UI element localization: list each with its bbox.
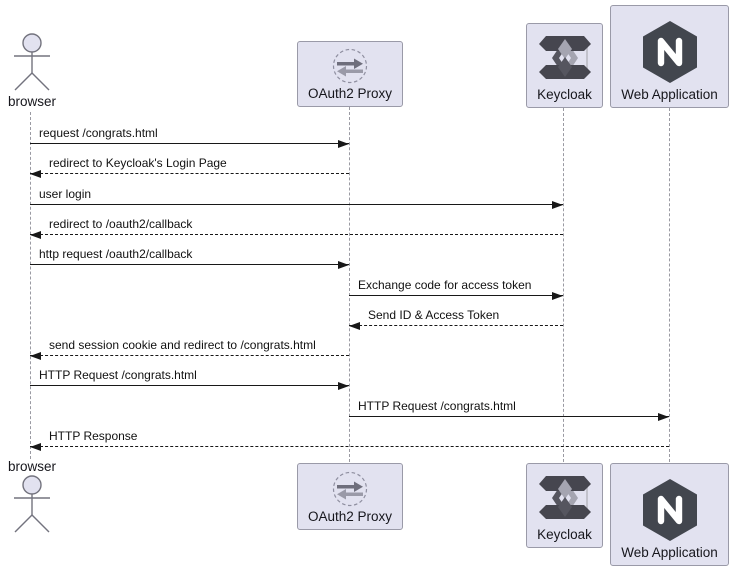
participant-label: browser — [7, 94, 56, 109]
message-label-2: redirect to Keycloak's Login Page — [49, 156, 227, 170]
participant-browser-top: browser — [4, 33, 60, 110]
message-line-1 — [30, 143, 349, 144]
actor-icon — [14, 33, 50, 91]
arrowhead-icon — [338, 261, 349, 269]
message-label-1: request /congrats.html — [39, 126, 158, 140]
message-label-10: HTTP Request /congrats.html — [358, 399, 516, 413]
message-label-3: user login — [39, 187, 92, 201]
message-line-11 — [30, 446, 669, 447]
participant-browser-bottom: browser — [4, 458, 60, 535]
lifeline-browser — [30, 112, 31, 459]
message-line-8 — [30, 355, 349, 356]
participant-keycloak-top: Keycloak — [526, 23, 603, 108]
message-label-8: send session cookie and redirect to /con… — [49, 338, 316, 352]
message-label-5: http request /oauth2/callback — [39, 247, 193, 261]
message-line-9 — [30, 385, 349, 386]
lifeline-oauth2 — [349, 107, 350, 462]
participant-oauth2-proxy-top: OAuth2 Proxy — [297, 41, 403, 107]
message-line-10 — [349, 416, 669, 417]
message-line-4 — [30, 234, 563, 235]
participant-label: OAuth2 Proxy — [307, 509, 393, 524]
message-line-6 — [349, 295, 563, 296]
message-line-7 — [349, 325, 563, 326]
swap-arrows-icon — [332, 471, 368, 507]
arrowhead-icon — [552, 292, 563, 300]
message-line-3 — [30, 204, 563, 205]
arrowhead-icon — [338, 140, 349, 148]
keycloak-icon — [538, 476, 591, 519]
message-label-9: HTTP Request /congrats.html — [39, 368, 197, 382]
arrowhead-icon — [30, 443, 41, 451]
arrowhead-icon — [30, 352, 41, 360]
lifeline-webapp — [669, 108, 670, 462]
actor-icon — [14, 475, 50, 533]
lifeline-keycloak — [563, 108, 564, 462]
participant-label: Keycloak — [537, 87, 592, 102]
keycloak-icon — [538, 36, 591, 79]
participant-label: Web Application — [621, 87, 718, 102]
participant-web-application-bottom: Web Application — [610, 463, 729, 566]
message-label-11: HTTP Response — [49, 429, 138, 443]
participant-oauth2-proxy-bottom: OAuth2 Proxy — [297, 463, 403, 530]
nginx-icon — [642, 479, 697, 541]
arrowhead-icon — [552, 201, 563, 209]
arrowhead-icon — [338, 382, 349, 390]
message-label-7: Send ID & Access Token — [368, 308, 500, 322]
participant-label: Web Application — [621, 545, 718, 560]
participant-label: Keycloak — [537, 527, 592, 542]
message-line-2 — [30, 173, 349, 174]
arrowhead-icon — [658, 413, 669, 421]
message-label-4: redirect to /oauth2/callback — [49, 217, 193, 231]
arrowhead-icon — [349, 322, 360, 330]
swap-arrows-icon — [332, 48, 368, 84]
arrowhead-icon — [30, 170, 41, 178]
nginx-icon — [642, 21, 697, 83]
participant-label: OAuth2 Proxy — [307, 86, 393, 101]
participant-web-application-top: Web Application — [610, 5, 729, 108]
message-line-5 — [30, 264, 349, 265]
message-label-6: Exchange code for access token — [358, 278, 532, 292]
participant-label: browser — [7, 459, 56, 474]
participant-keycloak-bottom: Keycloak — [526, 463, 603, 548]
arrowhead-icon — [30, 231, 41, 239]
